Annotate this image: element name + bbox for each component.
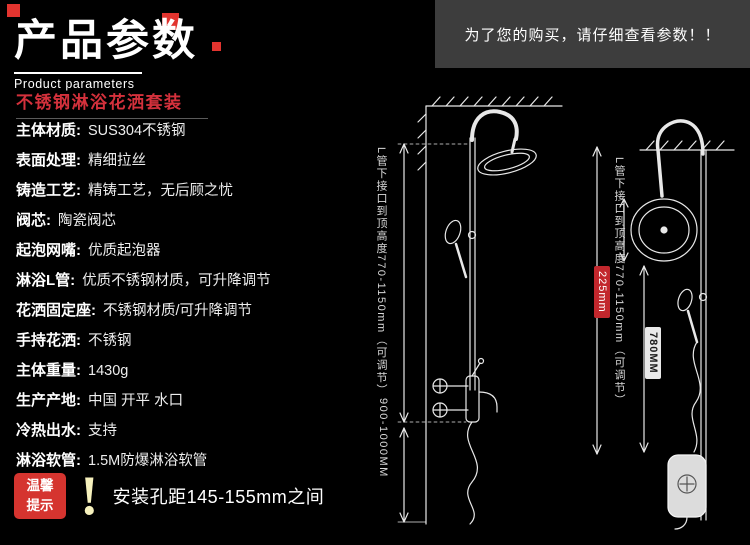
spec-label: 阀芯 <box>16 212 47 229</box>
spec-label: 主体重量 <box>16 362 77 379</box>
spec-row: 主体材质: SUS304不锈钢 <box>16 116 271 146</box>
spec-row: 阀芯: 陶瓷阀芯 <box>16 206 271 236</box>
spec-colon: : <box>76 152 82 169</box>
spec-colon: : <box>76 332 82 349</box>
spec-colon: : <box>76 422 82 439</box>
spec-colon: : <box>76 242 82 259</box>
title-underline <box>14 72 142 74</box>
spec-colon: : <box>76 392 82 409</box>
spec-value: 1.5M防爆淋浴软管 <box>88 453 208 469</box>
spec-row: 主体重量:1430g <box>16 356 271 386</box>
spec-label: 铸造工艺 <box>16 182 77 199</box>
spec-colon: : <box>70 272 76 289</box>
spec-label: 淋浴L管 <box>16 272 71 289</box>
spec-value: 不锈钢材质/可升降调节 <box>103 303 253 319</box>
spec-value: 支持 <box>88 423 118 439</box>
spec-label: 主体材质 <box>16 122 77 139</box>
spec-row: 淋浴软管:1.5M防爆淋浴软管 <box>16 446 271 476</box>
red-square-decoration <box>7 4 20 17</box>
spec-label: 花洒固定座 <box>16 302 92 319</box>
spec-colon: : <box>91 302 97 319</box>
right-shower-diagram <box>592 119 735 530</box>
left-shower-diagram <box>397 96 563 525</box>
spec-label: 起泡网嘴 <box>16 242 77 259</box>
spec-value: SUS304不锈钢 <box>88 123 186 139</box>
spec-colon: : <box>46 212 52 229</box>
spec-label: 淋浴软管 <box>16 452 77 469</box>
shower-head-diameter-tag: 225mm <box>594 266 610 318</box>
red-square-decoration <box>212 42 221 51</box>
warm-tip-badge: 温馨 提示 <box>14 473 66 519</box>
spec-row: 冷热出水: 支持 <box>16 416 271 446</box>
left-diagram-height-dimension: L管下接口到顶高度770-1150mm（可调节） <box>375 147 387 397</box>
spec-row: 起泡网嘴: 优质起泡器 <box>16 236 271 266</box>
brand-block: 产品参数 Product parameters <box>7 4 244 91</box>
spec-label: 表面处理 <box>16 152 77 169</box>
spec-value: 精铸工艺，无后顾之忧 <box>88 183 234 199</box>
lift-pipe-length-tag: 780MM <box>645 327 661 379</box>
page-title: 产品参数 <box>14 17 198 65</box>
spec-value: 中国 开平 水口 <box>88 393 184 409</box>
warm-tip-text: 安装孔距145-155mm之间 <box>112 487 325 507</box>
red-square-decoration <box>162 13 179 30</box>
warm-tip: 温馨 提示 ! 安装孔距145-155mm之间 <box>14 465 325 527</box>
spec-value: 精细拉丝 <box>88 153 147 169</box>
warm-tip-badge-line1: 温馨 <box>26 478 54 494</box>
right-diagram-height-dimension: L管下接口到顶高度770-1150mm（可调节） <box>613 157 625 407</box>
spec-value: 优质起泡器 <box>88 243 161 259</box>
spec-colon: : <box>76 362 82 379</box>
exclamation-icon: ! <box>80 465 99 527</box>
spec-row: 铸造工艺: 精铸工艺，无后顾之忧 <box>16 176 271 206</box>
spec-label: 生产产地 <box>16 392 77 409</box>
left-shower-drawing <box>397 96 563 525</box>
spec-row: 花洒固定座: 不锈钢材质/可升降调节 <box>16 296 271 326</box>
spec-colon: : <box>76 122 82 139</box>
spec-value: 不锈钢 <box>88 333 132 349</box>
warm-tip-badge-line2: 提示 <box>26 498 54 513</box>
spec-colon: : <box>76 452 82 469</box>
spec-row: 淋浴L管: 优质不锈钢材质，可升降调节 <box>16 266 271 296</box>
page-subtitle: Product parameters <box>14 77 135 91</box>
spec-list: 主体材质: SUS304不锈钢 表面处理: 精细拉丝 铸造工艺: 精铸工艺，无后顾之忧… <box>16 116 271 476</box>
left-diagram-install-height-dimension: 900-1000MM <box>377 398 389 478</box>
spec-value: 陶瓷阀芯 <box>58 213 117 229</box>
spec-colon: : <box>76 182 82 199</box>
spec-label: 手持花洒 <box>16 332 77 349</box>
spec-row: 生产产地: 中国 开平 水口 <box>16 386 271 416</box>
spec-row: 表面处理: 精细拉丝 <box>16 146 271 176</box>
spec-row: 手持花洒: 不锈钢 <box>16 326 271 356</box>
product-title: 不锈钢淋浴花洒套装 <box>16 88 208 119</box>
purchase-notice: 为了您的购买，请仔细查看参数！！ <box>435 0 750 68</box>
spec-value: 优质不锈钢材质，可升降调节 <box>82 273 271 289</box>
spec-label: 冷热出水 <box>16 422 77 439</box>
spec-value: 1430g <box>88 363 129 379</box>
right-shower-drawing <box>592 119 735 530</box>
